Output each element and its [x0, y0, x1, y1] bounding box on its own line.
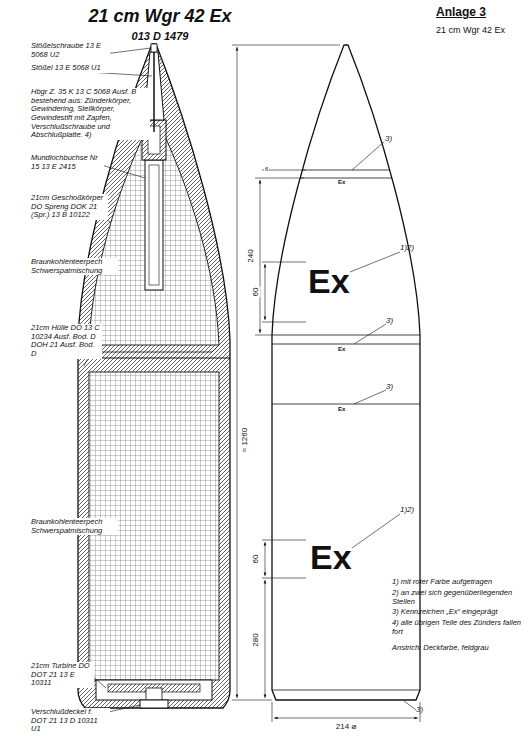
callout-number: 1)2): [400, 243, 414, 252]
part-label: Hbgr Z. 35 K 13 C 5068 Ausf. B bestehend…: [30, 88, 150, 140]
callout-number: 3): [385, 134, 392, 143]
dimension-value: 60: [251, 554, 260, 565]
leader-lines: [84, 48, 152, 712]
paint-mark: Ex: [308, 262, 350, 301]
note-text: 2) an zwei sich gegenüberliegenden Stell…: [392, 589, 524, 606]
stamp-mark: Ex: [338, 406, 345, 413]
part-label: 21cm Hülle DO 13 C 10234 Ausf. Bod. D DO…: [30, 324, 102, 359]
drawing-number: 013 D 1479: [132, 30, 189, 43]
annex-number: Anlage 3: [436, 6, 486, 20]
dimension-value: 280: [251, 632, 260, 647]
callout-number: 1)2): [400, 505, 414, 514]
dimension-value: 214 ⌀: [336, 722, 356, 731]
note-text: 3) Kennzeichen „Ex“ eingeprägt: [392, 608, 524, 617]
part-label: Braunkohlenteerpech Schwerspatmischung: [30, 258, 118, 275]
dimension-value: 60: [251, 287, 260, 298]
part-label: Stößelschraube 13 E 5068 U2: [30, 42, 110, 59]
part-label: Verschlußdeckel f. DOT 21 13 D 10311 U1: [30, 708, 110, 734]
part-label: Mundlochbuchse Nr 15 13 E 2415: [30, 154, 104, 171]
callout-number: 3): [386, 382, 393, 391]
callout-number: 3): [386, 316, 393, 325]
stamp-mark: Ex: [338, 346, 345, 353]
dimension-lines: [232, 45, 420, 722]
drawing-title: 21 cm Wgr 42 Ex: [88, 6, 231, 27]
note-text: 4) alle übrigen Teile des Zünders fallen…: [392, 619, 524, 636]
dimension-value: 240: [246, 248, 255, 263]
part-label: Braunkohlenteerpech Schwerspatmischung: [30, 518, 118, 535]
note-text: Anstrich: Deckfarbe, feldgrau: [392, 644, 524, 653]
callout-number: 3): [416, 705, 423, 714]
annex-subtitle: 21 cm Wgr 42 Ex: [436, 25, 505, 35]
shell-section: [78, 44, 230, 708]
note-text: 1) mit roter Farbe aufgetragen: [392, 578, 524, 587]
dimension-value: ≈ 1260: [240, 427, 249, 453]
dimension-value: 6: [264, 166, 269, 173]
part-label: 21cm Geschoßkörper DO Spreng DOK 21 (Spr…: [30, 194, 108, 220]
paint-mark: Ex: [310, 538, 352, 577]
part-label: Stößel 13 E 5068 U1: [30, 64, 110, 73]
stamp-mark: Ex: [338, 179, 345, 186]
part-label: 21cm Turbine DO DOT 21 13 E 10311: [30, 662, 94, 688]
